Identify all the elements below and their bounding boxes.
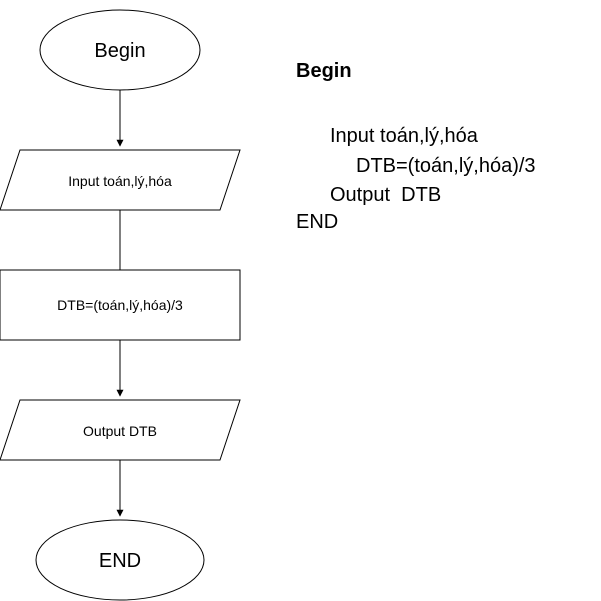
process-label: DTB=(toán,lý,hóa)/3 [57,297,183,313]
pseudocode-line-output: Output DTB [330,184,442,206]
process-rectangle [0,269,241,341]
pseudocode-line-compute: DTB=(toán,lý,hóa)/3 [356,155,536,177]
pseudocode-line-end: END [296,211,339,233]
end-label: END [99,550,141,572]
input-label: Input toán,lý,hóa [68,173,172,189]
end-terminator [35,519,205,601]
output-parallelogram [0,399,241,461]
pseudocode-line-input: Input toán,lý,hóa [330,125,478,147]
begin-label: Begin [94,40,145,62]
output-label: Output DTB [83,423,157,439]
pseudocode-heading: Begin [296,60,352,82]
input-parallelogram [0,149,241,211]
